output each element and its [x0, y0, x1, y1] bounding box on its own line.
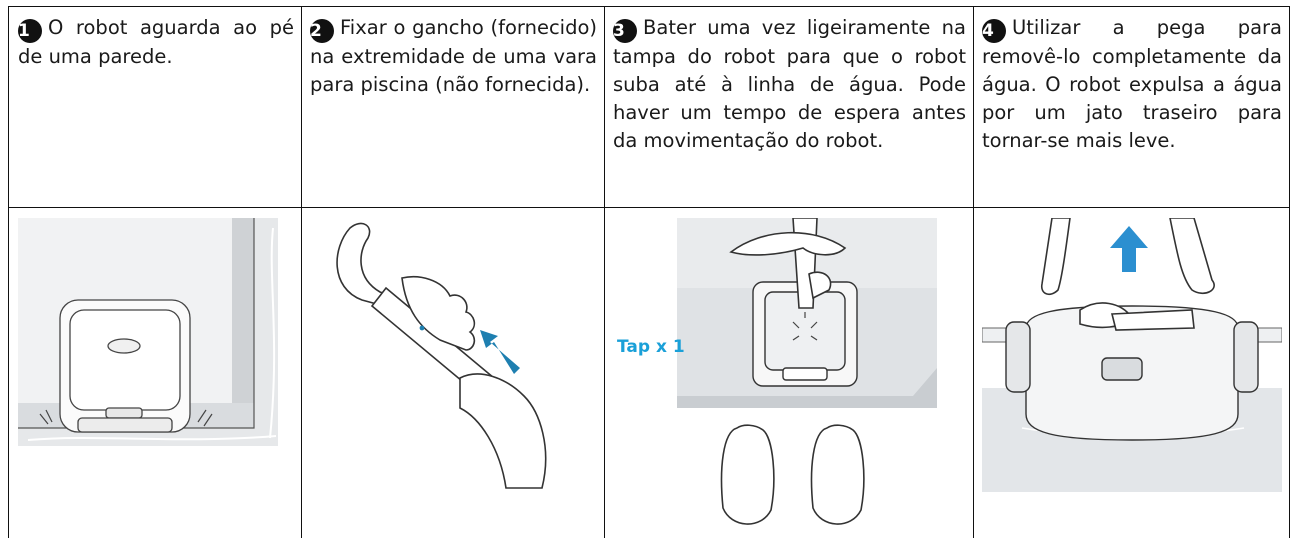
step-3-number-badge: 3 — [613, 19, 637, 43]
step-3-text: Bater uma vez ligeiramente na tampa do r… — [613, 16, 966, 152]
column-divider-1 — [301, 6, 302, 538]
hook-attach-illustration — [336, 222, 547, 489]
step-1-text: O robot aguarda ao pé de uma parede. — [18, 16, 294, 68]
table-border-top — [8, 6, 1290, 7]
tap-count-label: Tap x 1 — [617, 337, 685, 357]
step-4-text: Utilizar a pega para removê-lo completam… — [982, 16, 1282, 152]
tap-robot-illustration: Tap x 1 — [617, 218, 937, 525]
step-4-number-badge: 4 — [982, 19, 1006, 43]
step-2-number-badge: 2 — [310, 19, 334, 43]
lift-robot-illustration — [982, 218, 1282, 492]
column-divider-2 — [604, 6, 605, 538]
table-border-left — [8, 6, 9, 538]
table-border-right — [1289, 6, 1290, 538]
robot-at-wall-illustration — [18, 218, 290, 456]
column-divider-3 — [973, 6, 974, 538]
row-divider — [8, 207, 1290, 208]
step-2-text: Fixar o gancho (fornecido) na extremidad… — [310, 16, 597, 96]
step-1-number-badge: 1 — [18, 19, 42, 43]
